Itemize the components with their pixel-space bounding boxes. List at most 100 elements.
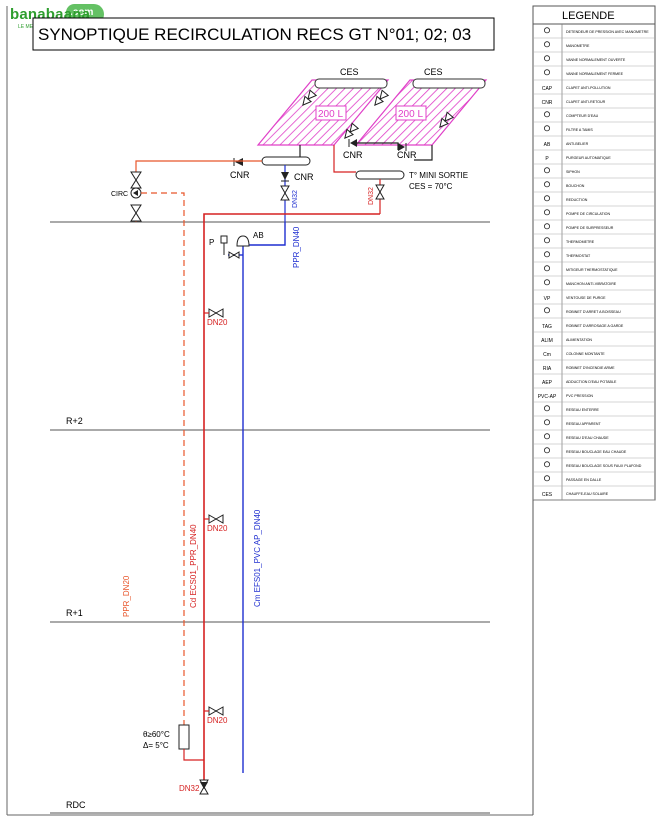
- legend-symbol-text: AEP: [542, 380, 553, 386]
- legend-row: MANCHON ANTI-VIBRATOIRE: [533, 279, 655, 291]
- ppr-dn20-label: PPR_DN20: [122, 575, 131, 617]
- legend-panel: LEGENDE DETENDEUR DE PRESSION AVEC MANOM…: [532, 5, 656, 501]
- floor-label-r1: R+1: [66, 608, 83, 618]
- legend-row: POMPE DE SURPRESSEUR: [533, 223, 655, 235]
- legend-symbol-icon: [544, 251, 551, 258]
- legend-description: COMPTEUR D'EAU: [566, 114, 599, 118]
- solar-collector-right: 200 L CES: [354, 67, 488, 146]
- legend-description: MANCHON ANTI-VIBRATOIRE: [566, 282, 617, 286]
- legend-description: ADDUCTION D'EAU POTABLE: [566, 380, 617, 384]
- legend-description: PASSAGE EN DALLE: [566, 478, 602, 482]
- legend-description: CLAPET ANTI-POLLUTION: [566, 86, 611, 90]
- legend-symbol-icon: [544, 55, 551, 62]
- ppr-dn40-label: PPR_DN40: [292, 226, 301, 268]
- legend-description: CHAUFFE-EAU SOLAIRE: [566, 492, 609, 496]
- floor-label-r2: R+2: [66, 416, 83, 426]
- legend-row: PVC-AP PVC PRESSION: [533, 394, 655, 403]
- legend-description: RESEAU APPARENT: [566, 422, 601, 426]
- cd-ecs-label: Cd ECS01_PPR_DN40: [189, 524, 198, 608]
- right-drop: [375, 179, 385, 214]
- ces-label-left: CES: [340, 67, 359, 77]
- legend-symbol-text: AB: [544, 142, 551, 148]
- cnr-label-upper-right: CNR: [397, 150, 417, 160]
- legend-symbol-icon: [544, 447, 551, 454]
- dn20-label-1: DN20: [207, 318, 228, 327]
- legend-description: ROBINET D'ARRET A BOISSEAU: [566, 310, 621, 314]
- legend-description: VANNE NORMALEMENT OUVERTE: [566, 58, 626, 62]
- legend-symbol-text: TAG: [542, 324, 552, 330]
- cnr-label-left: CNR: [230, 170, 250, 180]
- legend-description: VENTOUSE DE PURGE: [566, 296, 606, 300]
- legend-description: ROBINET D'ARROSAGE A GARDE: [566, 324, 624, 328]
- legend-symbol-icon: [544, 209, 551, 216]
- legend-row: RESEAU BOUCLAGE SOUS FAUX PLAFOND: [533, 461, 655, 473]
- legend-symbol-icon: [544, 41, 551, 48]
- legend-symbol-icon: [544, 223, 551, 230]
- legend-description: PVC PRESSION: [566, 394, 593, 398]
- circ-label: CIRC: [111, 191, 128, 198]
- legend-symbol-icon: [544, 181, 551, 188]
- legend-symbol-text: CNR: [542, 100, 553, 106]
- legend-row: POMPE DE CIRCULATION: [533, 209, 655, 221]
- hot-riser: [203, 213, 380, 790]
- legend-row: THERMOMETRE: [533, 237, 655, 249]
- theta-line1: θ≥60°C: [143, 730, 170, 739]
- legend-description: MANOMETRE: [566, 44, 590, 48]
- legend-row: Cm COLONNE MONTANTE: [533, 352, 655, 361]
- legend-symbol-icon: [544, 419, 551, 426]
- legend-description: DETENDEUR DE PRESSION AVEC MANOMETRE: [566, 30, 649, 34]
- min-out-line1: T° MINI SORTIE: [409, 171, 468, 180]
- legend-symbol-icon: [544, 433, 551, 440]
- legend-symbol-icon: [544, 307, 551, 314]
- floor-lines: [50, 221, 490, 814]
- legend-row: CNR CLAPET ANTI-RETOUR: [533, 100, 655, 109]
- legend-row: COMPTEUR D'EAU: [533, 111, 655, 123]
- cnr-label-upper-left: CNR: [343, 150, 363, 160]
- legend-description: ALIMENTATION: [566, 338, 592, 342]
- dn20-label-2: DN20: [207, 524, 228, 533]
- tank-right-volume: 200 L: [398, 109, 423, 120]
- legend-row: SIPHON: [533, 167, 655, 179]
- legend-symbol-text: CES: [542, 492, 553, 498]
- legend-symbol-text: PVC-AP: [538, 394, 557, 400]
- manifold-left: [261, 156, 311, 166]
- legend-symbol-icon: [544, 195, 551, 202]
- legend-description: ROBINET D'INCENDIE ARME: [566, 366, 615, 370]
- thermostat-box: [178, 724, 190, 750]
- cold-riser: [228, 222, 286, 773]
- legend-symbol-text: Cm: [543, 352, 551, 358]
- legend-description: SIPHON: [566, 170, 580, 174]
- manifold-right: [355, 170, 405, 180]
- legend-description: CLAPET ANTI-RETOUR: [566, 100, 606, 104]
- legend-symbol-icon: [544, 27, 551, 34]
- legend-row: CES CHAUFFE-EAU SOLAIRE: [533, 492, 655, 501]
- legend-row: THERMOSTAT: [533, 251, 655, 263]
- cnr-upper-right: [398, 143, 407, 151]
- sheet-frame: [6, 6, 534, 816]
- page-title: SYNOPTIQUE RECIRCULATION RECS GT N°01; 0…: [38, 25, 471, 44]
- legend-description: RESEAU BOUCLAGE EAU CHAUDE: [566, 450, 627, 454]
- legend-description: RESEAU ENTERRE: [566, 408, 600, 412]
- cnr-mid: [280, 165, 290, 222]
- bottom-valve: [199, 779, 209, 795]
- legend-row: AB ANTI-BELIER: [533, 142, 655, 151]
- legend-description: MITIGEUR THERMOSTATIQUE: [566, 268, 618, 272]
- legend-symbol-icon: [544, 279, 551, 286]
- legend-row: AEP ADDUCTION D'EAU POTABLE: [533, 380, 655, 389]
- legend-symbol-text: P: [545, 156, 549, 162]
- p-label: P: [209, 238, 214, 247]
- legend-row: RESEAU APPARENT: [533, 419, 655, 431]
- legend-description: COLONNE MONTANTE: [566, 352, 605, 356]
- legend-description: THERMOMETRE: [566, 240, 595, 244]
- watermark-tld: .com: [70, 7, 94, 18]
- ces-label-right: CES: [424, 67, 443, 77]
- legend-description: ANTI-BELIER: [566, 142, 589, 146]
- legend-description: POMPE DE SURPRESSEUR: [566, 226, 614, 230]
- dn20-valves: [208, 308, 224, 716]
- legend-symbol-text: RIA: [543, 366, 552, 372]
- legend-row: PASSAGE EN DALLE: [533, 475, 655, 487]
